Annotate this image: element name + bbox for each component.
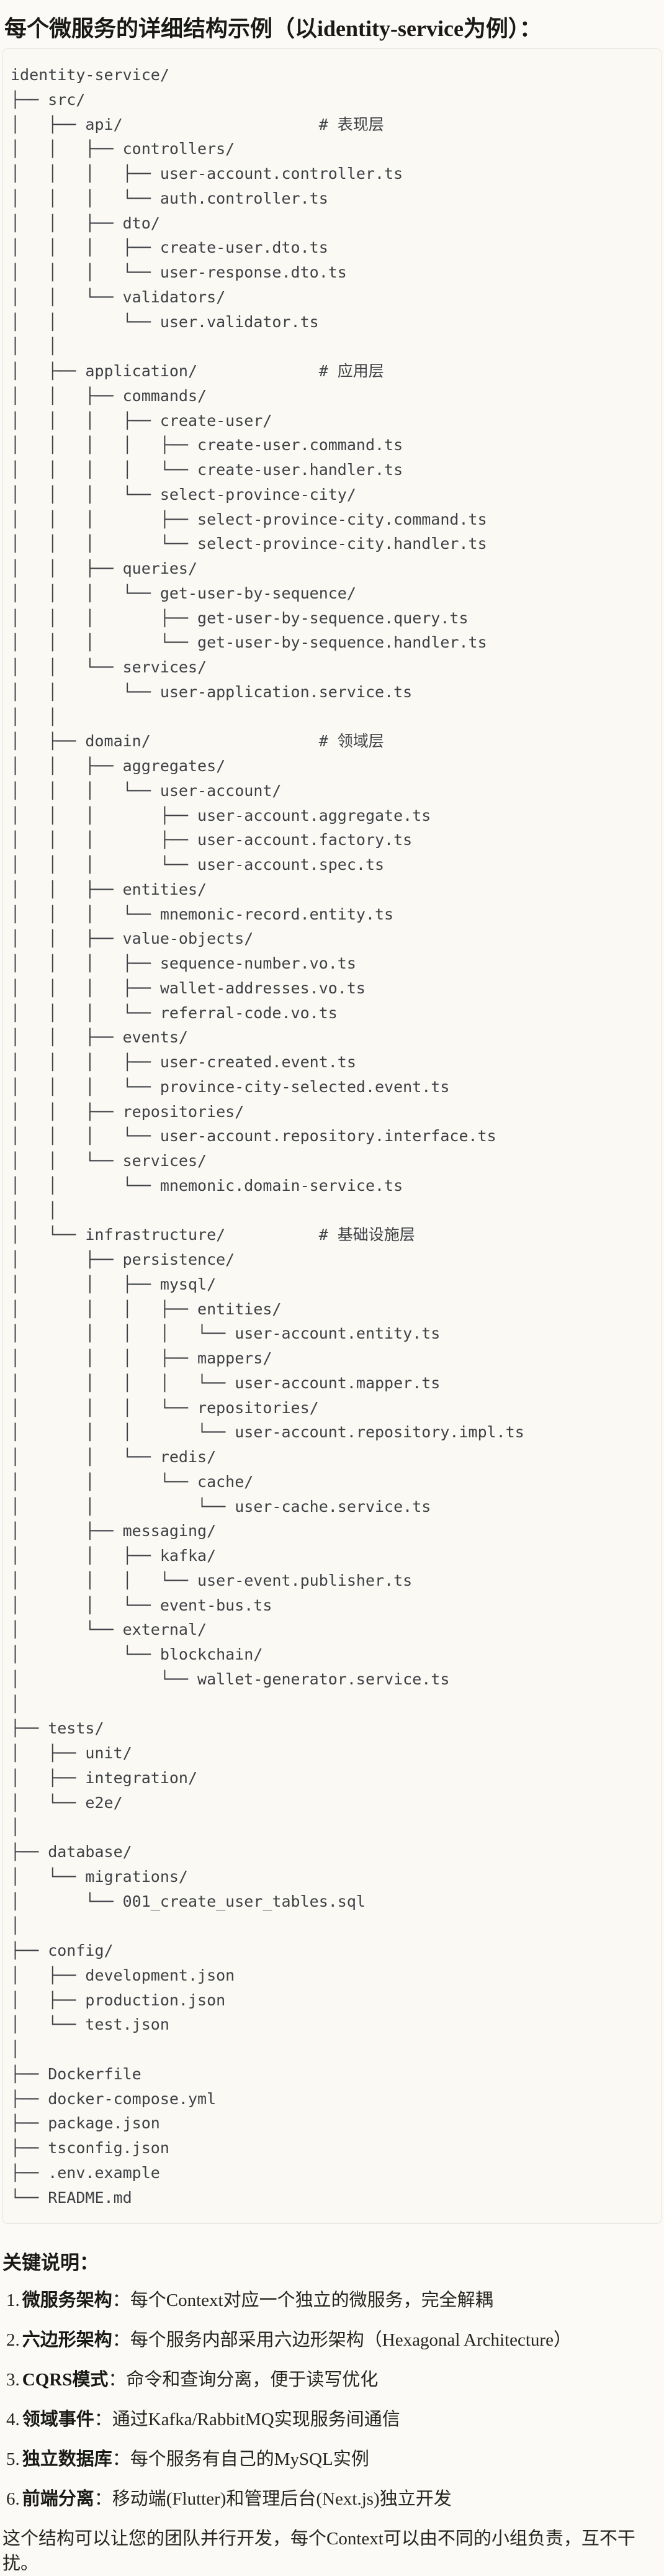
note-item-text: ：每个Context对应一个独立的微服务，完全解耦 [112,2290,493,2311]
note-item: 6.前端分离：移动端(Flutter)和管理后台(Next.js)独立开发 [2,2487,662,2511]
note-item-text: ：每个服务有自己的MySQL实例 [112,2449,369,2470]
note-item-number: 2. [6,2330,20,2351]
note-item: 5.独立数据库：每个服务有自己的MySQL实例 [2,2447,662,2472]
note-item-label: CQRS模式 [22,2370,109,2390]
note-item-number: 3. [6,2370,20,2390]
note-item: 3.CQRS模式：命令和查询分离，便于读写优化 [2,2367,662,2392]
notes-section: 关键说明： 1.微服务架构：每个Context对应一个独立的微服务，完全解耦 2.… [2,2249,662,2576]
note-item-text: ：命令和查询分离，便于读写优化 [108,2370,379,2390]
note-item-number: 6. [6,2489,20,2510]
note-item-text: ：每个服务内部采用六边形架构（Hexagonal Architecture） [112,2330,572,2351]
document-page: 每个微服务的详细结构示例（以identity-service为例）： ident… [2,14,662,2576]
closing-paragraph: 这个结构可以让您的团队并行开发，每个Context可以由不同的小组负责，互不干扰… [2,2529,635,2574]
note-item-number: 4. [6,2410,20,2430]
note-item-text: ：移动端(Flutter)和管理后台(Next.js)独立开发 [94,2489,452,2510]
note-item: 2.六边形架构：每个服务内部采用六边形架构（Hexagonal Architec… [2,2328,662,2352]
file-tree: identity-service/ ├── src/ │ ├── api/ # … [11,66,524,2207]
note-item-label: 领域事件 [22,2410,94,2430]
note-item-number: 5. [6,2449,20,2470]
note-item-label: 六边形架构 [22,2330,112,2351]
file-tree-code-block: identity-service/ ├── src/ │ ├── api/ # … [2,48,662,2225]
note-item-label: 前端分离 [22,2489,94,2510]
note-item: 4.领域事件：通过Kafka/RabbitMQ实现服务间通信 [2,2407,662,2432]
note-item-label: 微服务架构 [22,2290,112,2311]
note-item-number: 1. [6,2290,20,2311]
note-item-label: 独立数据库 [22,2449,112,2470]
page-title: 每个微服务的详细结构示例（以identity-service为例）： [4,16,542,41]
note-item: 1.微服务架构：每个Context对应一个独立的微服务，完全解耦 [2,2288,662,2313]
notes-heading: 关键说明： [2,2252,99,2274]
note-item-text: ：通过Kafka/RabbitMQ实现服务间通信 [94,2410,400,2430]
